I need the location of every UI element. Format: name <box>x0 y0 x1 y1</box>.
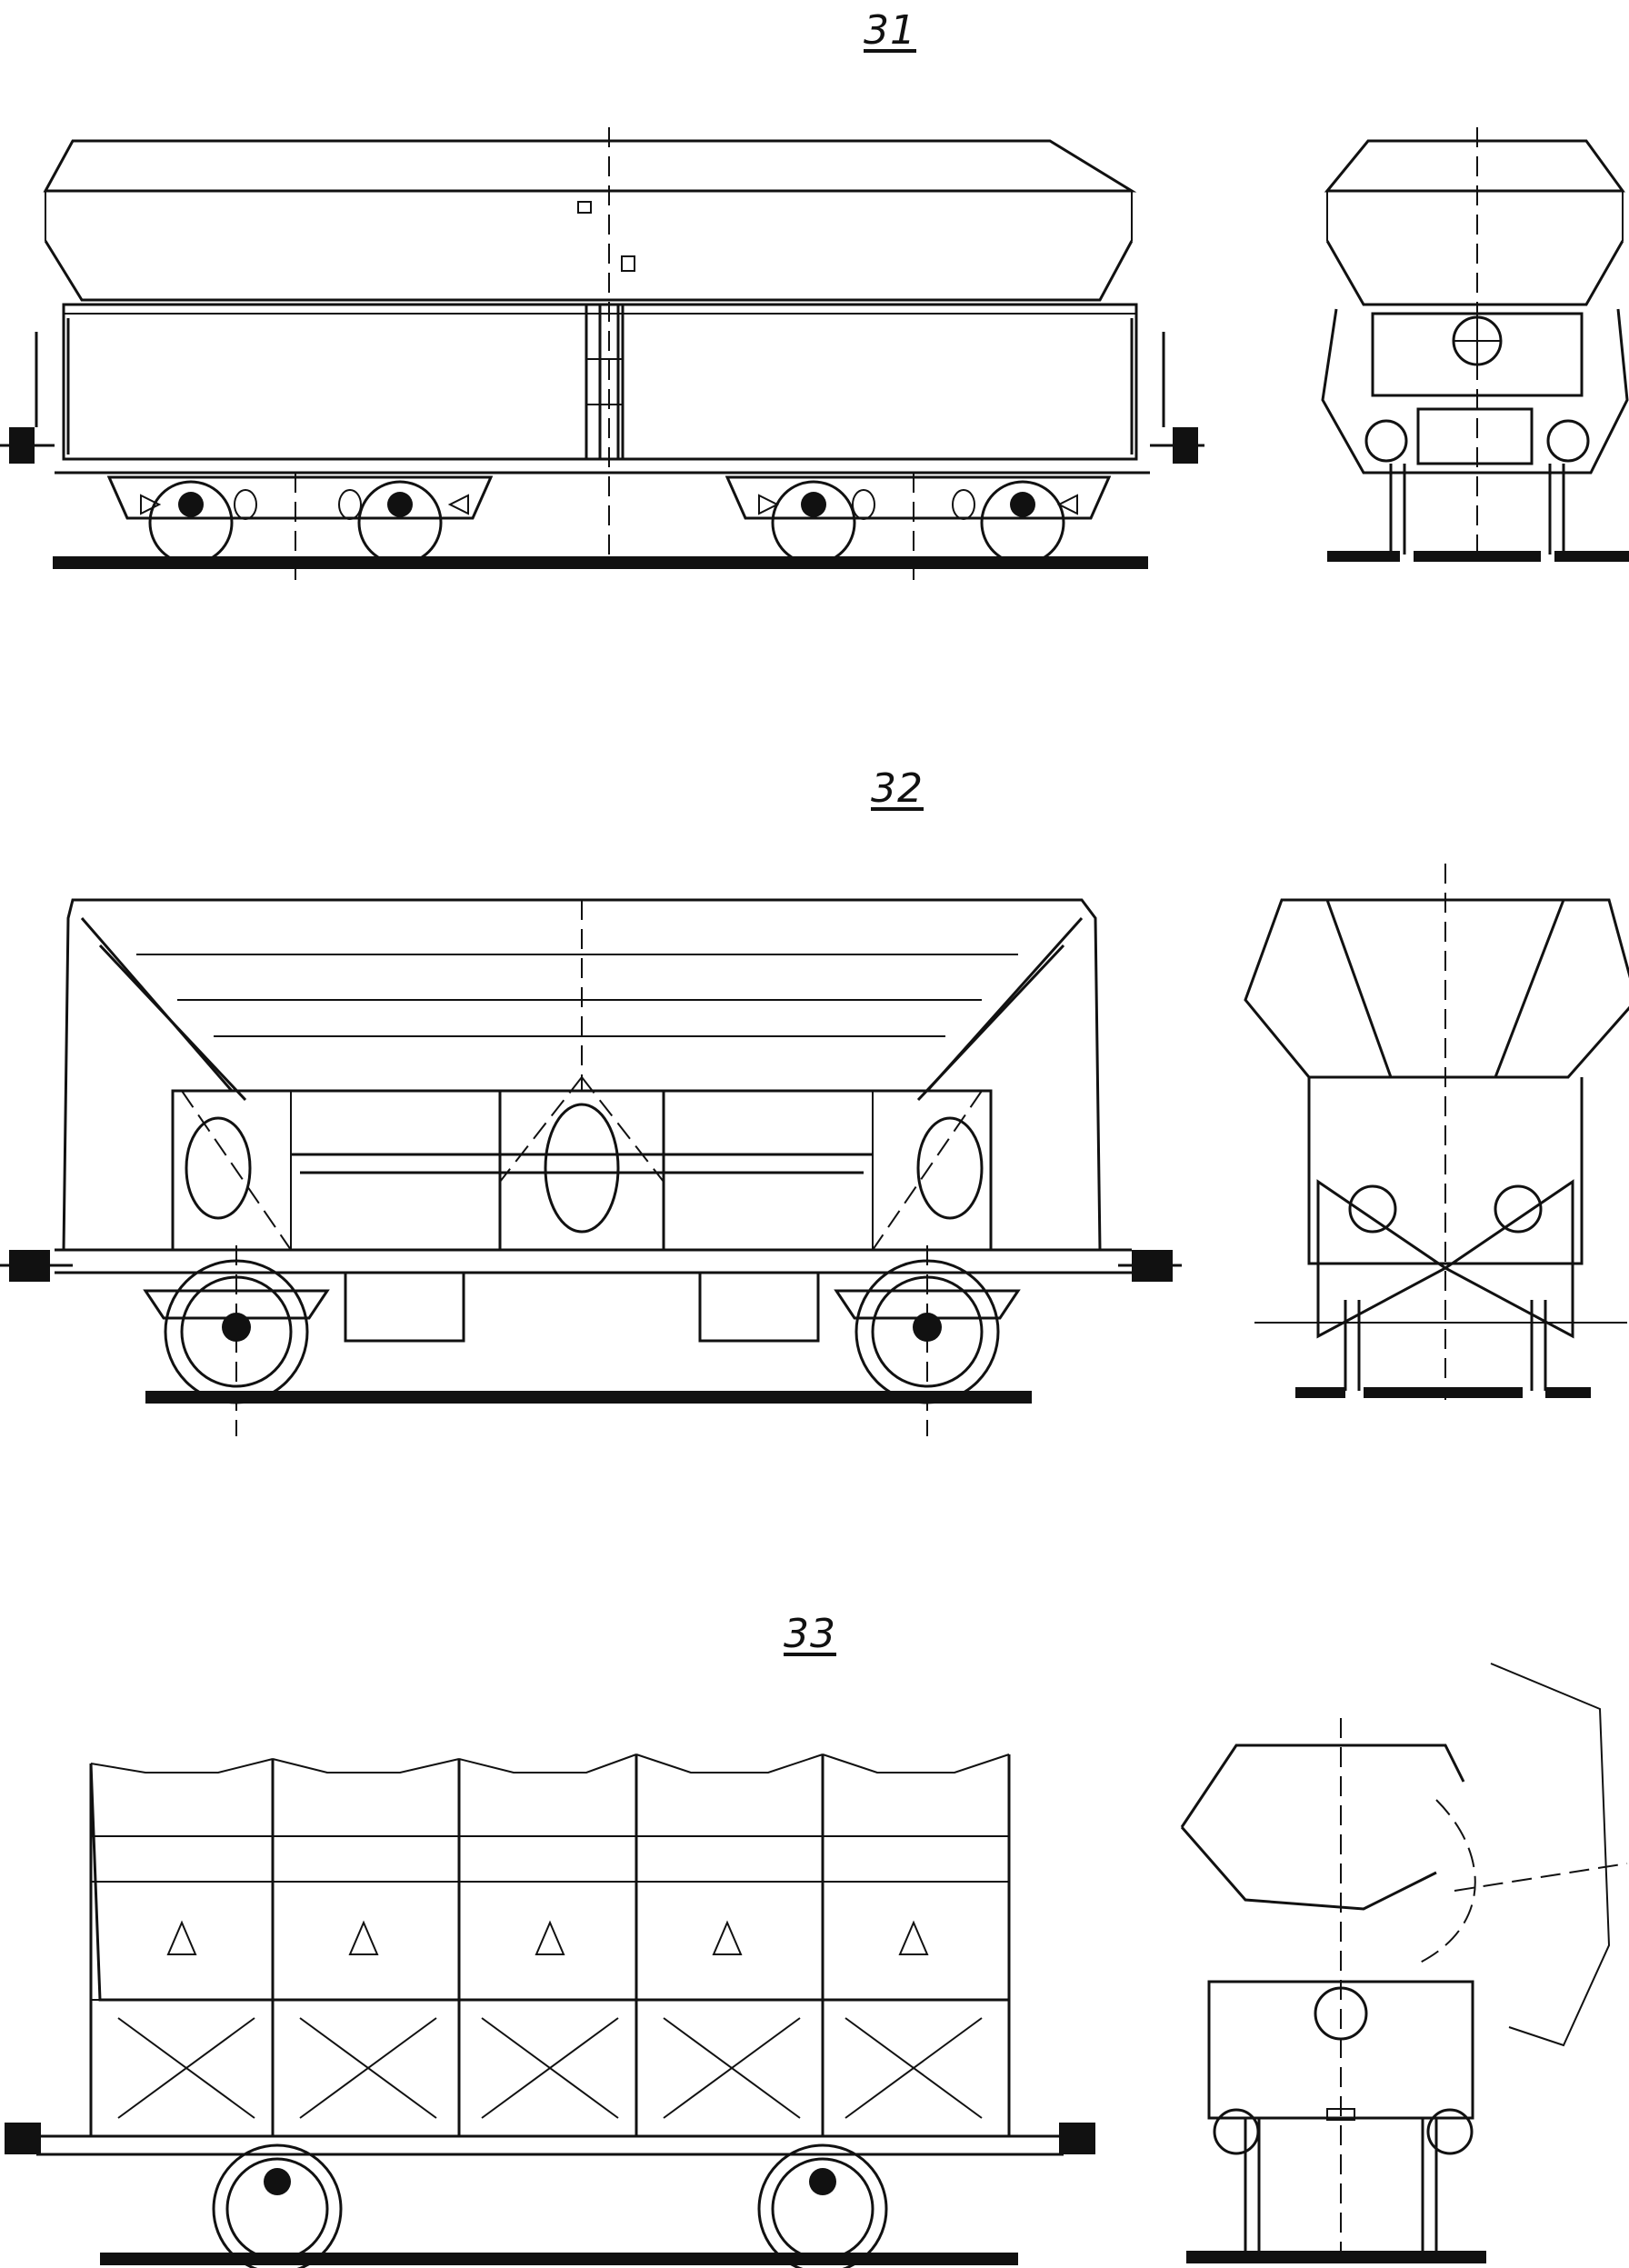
figure-number-31: 31 <box>864 7 916 54</box>
figure-number-33: 33 <box>784 1611 836 1657</box>
fig32-side-view <box>0 898 1182 1436</box>
fig31-side-view <box>0 127 1204 582</box>
figure-number-32: 32 <box>871 765 924 812</box>
fig32-end-view <box>1244 864 1629 1400</box>
fig33-end-view <box>1180 1663 1628 2268</box>
fig31-end-view <box>1321 127 1629 564</box>
fig33-side-view <box>5 1753 1095 2268</box>
